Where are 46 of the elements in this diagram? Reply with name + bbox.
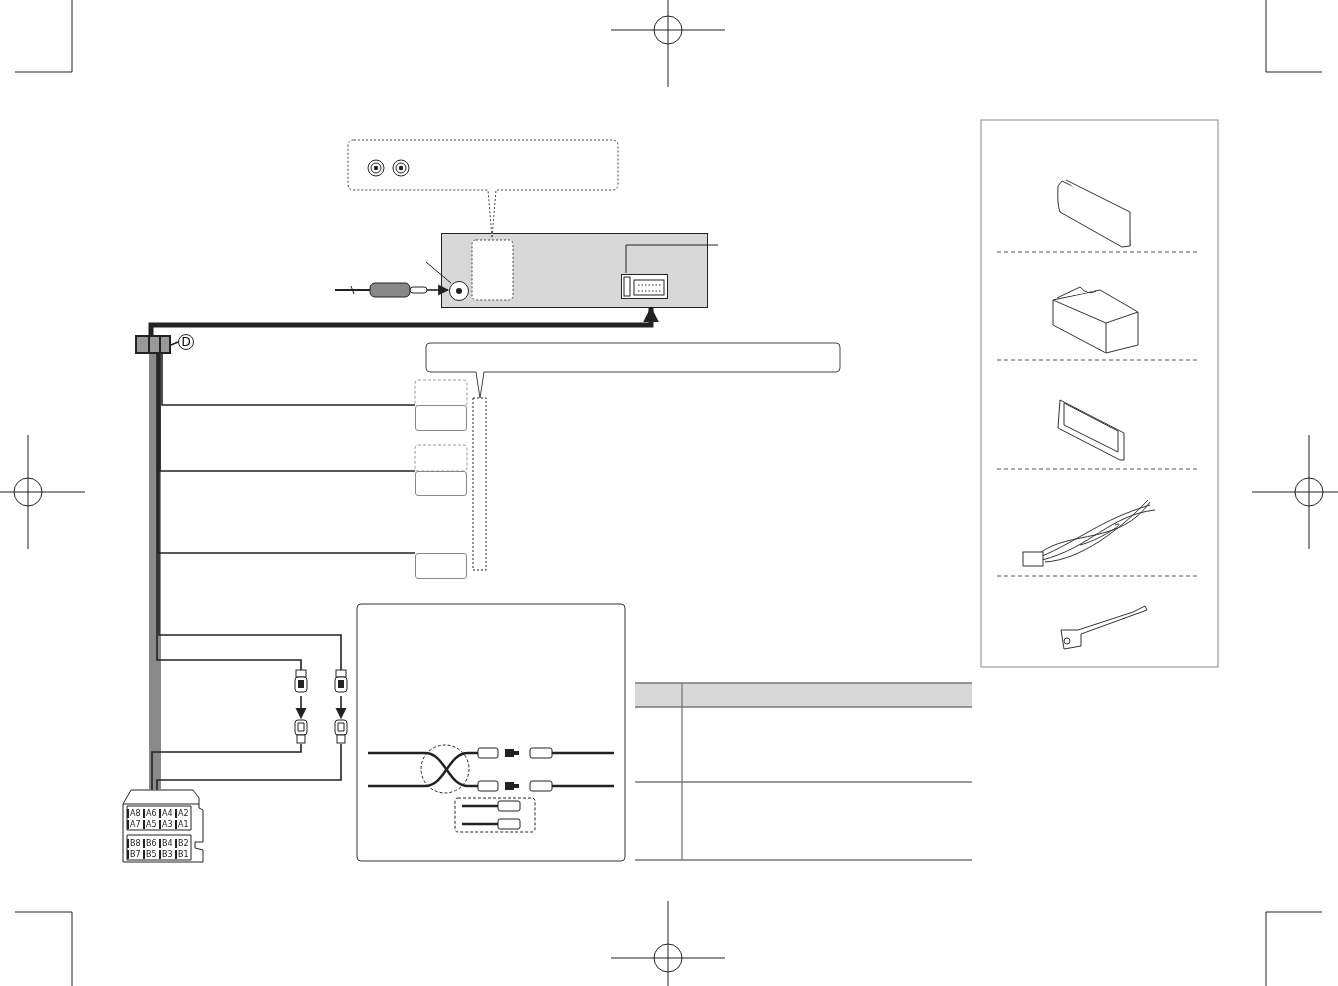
- leader-line: [425, 261, 452, 284]
- arrow: [295, 695, 307, 720]
- terminal-box: [415, 471, 467, 496]
- wire: [170, 341, 179, 346]
- pin-label: A8: [127, 809, 141, 818]
- bullet-connector: [334, 720, 348, 744]
- connector-socket: [621, 274, 668, 299]
- connector-letter: D: [178, 334, 194, 350]
- pin-label: B3: [159, 850, 173, 859]
- wire: [158, 353, 342, 671]
- pin-label: B6: [143, 839, 157, 848]
- pin-label: B5: [143, 850, 157, 859]
- callout-balloon: [426, 343, 841, 399]
- wire-bundle: [149, 354, 161, 790]
- antenna-jack: [449, 281, 469, 301]
- pin-label: A3: [159, 820, 173, 829]
- wire: [161, 353, 416, 406]
- antenna-plug: [335, 282, 427, 298]
- wire: [151, 743, 302, 791]
- wire: [159, 353, 416, 472]
- iso-connector: [123, 790, 205, 862]
- arrow: [335, 695, 347, 720]
- pin-label: A7: [127, 820, 141, 829]
- head-unit-rear-panel: [441, 233, 708, 308]
- pin-label: A6: [143, 809, 157, 818]
- bullet-connector: [294, 670, 308, 694]
- arrow: [426, 284, 450, 296]
- terminal-box: [415, 553, 467, 579]
- leader-line: [625, 244, 719, 274]
- pin-label: B2: [175, 839, 189, 848]
- bullet-connector: [294, 720, 308, 744]
- arrow: [148, 306, 659, 335]
- pin-label: A5: [143, 820, 157, 829]
- pin-label: B7: [127, 850, 141, 859]
- wire: [156, 743, 342, 791]
- wire: [156, 353, 302, 671]
- pin-label: A1: [175, 820, 189, 829]
- pin-label: B8: [127, 839, 141, 848]
- pin-label: A4: [159, 809, 173, 818]
- terminal-box: [415, 405, 467, 431]
- harness-plug: [135, 335, 171, 354]
- pin-label: B4: [159, 839, 173, 848]
- bullet-connector: [334, 670, 348, 694]
- pin-label: B1: [175, 850, 189, 859]
- dashed-callout: [348, 140, 619, 239]
- pin-label: A2: [175, 809, 189, 818]
